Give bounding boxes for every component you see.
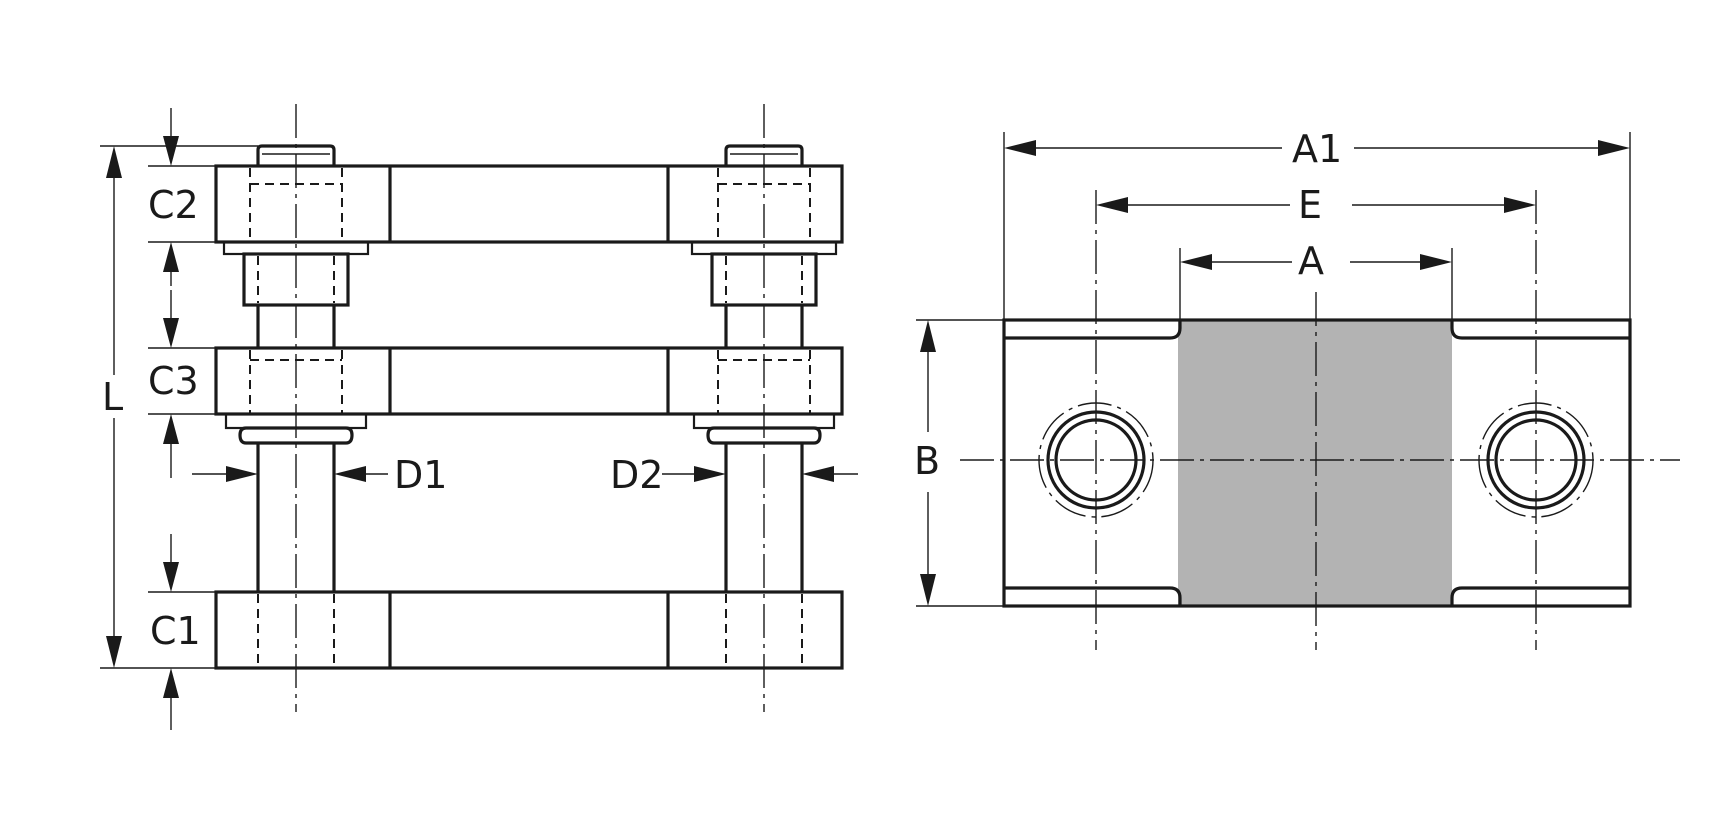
- block-outline: [1002, 318, 1632, 608]
- right-stud-top: [724, 144, 804, 166]
- dimension-b: [920, 320, 936, 606]
- label-e: E: [1298, 183, 1322, 227]
- dimension-d1: [192, 466, 388, 482]
- dimension-l: [106, 146, 122, 668]
- label-a: A: [1298, 239, 1324, 283]
- label-b: B: [914, 439, 940, 483]
- label-c3: C3: [148, 359, 199, 403]
- label-c2: C2: [148, 183, 199, 227]
- clamping-area: [1178, 320, 1452, 606]
- label-d1: D1: [394, 453, 447, 497]
- dimension-c3: [163, 290, 179, 478]
- side-view: C2 C3 C1 L D1 D2: [100, 104, 858, 730]
- plate-c3: [214, 346, 844, 445]
- dimension-d2: [662, 466, 858, 482]
- top-view: A1 E A B: [914, 127, 1680, 650]
- label-d2: D2: [610, 453, 663, 497]
- side-extension-lines: [100, 145, 258, 669]
- dimension-c2: [163, 108, 179, 286]
- label-c1: C1: [150, 609, 201, 653]
- dimension-a1: [1004, 140, 1630, 156]
- rail-slots: [1004, 320, 1630, 606]
- top-extension-lines: [916, 132, 1631, 607]
- plate-c1: [214, 590, 844, 670]
- label-a1: A1: [1292, 127, 1342, 171]
- right-stud-rod: [724, 305, 804, 592]
- dimension-e: [1096, 197, 1536, 213]
- left-stud-rod: [256, 305, 336, 592]
- dimension-c1: [163, 534, 179, 730]
- label-l: L: [102, 375, 123, 419]
- plate-c2: [214, 164, 844, 307]
- dimension-a: [1180, 254, 1452, 270]
- left-stud-top: [256, 144, 336, 166]
